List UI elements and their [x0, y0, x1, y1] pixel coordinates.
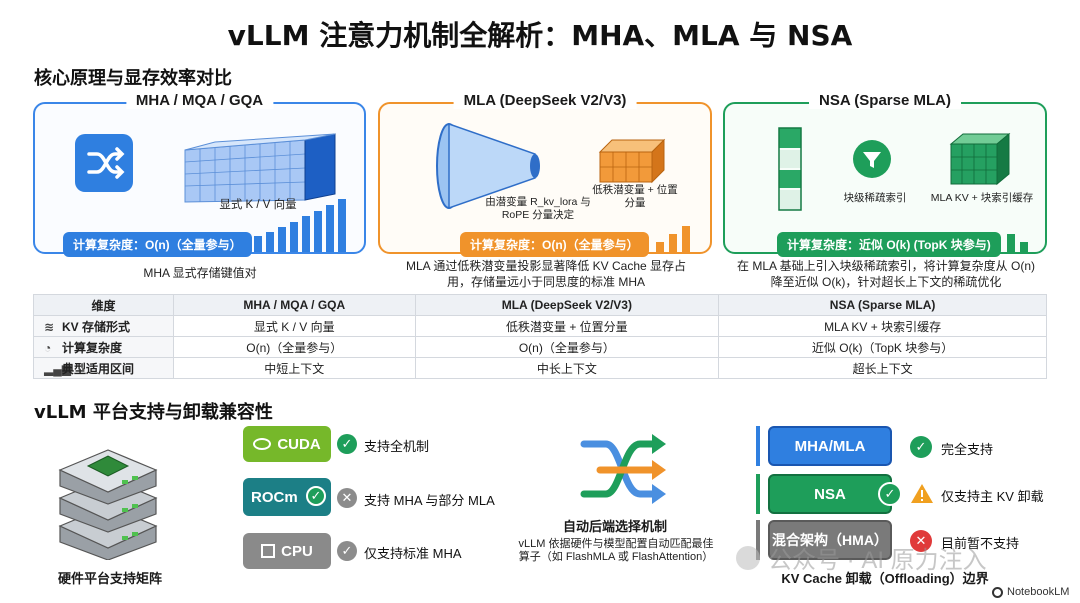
table-cell: O(n)（全量参与） — [414, 336, 720, 358]
offload-hma-label: 混合架构（HMA） — [772, 532, 888, 548]
offload-hma: 混合架构（HMA） — [768, 520, 892, 560]
table-cell: 低秩潜变量 + 位置分量 — [414, 315, 720, 337]
nsa-memory-bars — [1007, 234, 1028, 252]
check-icon: ✓ — [337, 541, 357, 561]
panel-nsa: NSA (Sparse MLA) 块级稀疏索引 MLA KV + 块索引缓存 计… — [723, 92, 1047, 257]
platform-cpu-status: 仅支持标准 MHA — [364, 546, 462, 561]
platform-rocm-label: ROCm — [251, 488, 298, 506]
table-header-cell: 维度 — [33, 294, 174, 316]
page-title: vLLM 注意力机制全解析：MHA、MLA 与 NSA — [227, 19, 853, 52]
offload-nsa: NSA — [768, 474, 892, 514]
hardware-label: 硬件平台支持矩阵 — [57, 571, 162, 586]
platform-cuda-label: CUDA — [277, 435, 321, 453]
platform-cuda-status: 支持全机制 — [364, 439, 430, 454]
panel-mha-caption: MHA 显式存储键值对 — [143, 266, 257, 280]
platform-rocm-status: 支持 MHA 与部分 MLA — [364, 493, 495, 508]
panel-nsa-filter-label: 块级稀疏索引 — [843, 192, 907, 204]
panel-mha: MHA / MQA / GQA 显式 K / V 向量 计算复杂度：O(n)（全… — [33, 92, 366, 257]
chip-icon — [261, 544, 276, 558]
table-row: ▂▄▆典型适用区间 中短上下文 中长上下文 超长上下文 — [33, 357, 1047, 379]
section-title-principles: 核心原理与显存效率对比 — [34, 68, 232, 89]
panel-mla-caption: MLA 通过低秩潜变量投影显著降低 KV Cache 显存占用，存储量远小于同思… — [405, 259, 687, 289]
panel-nsa-complexity: 计算复杂度：近似 O(k) (TopK 块参与) — [777, 232, 1001, 257]
watermark: 公众号 · AI 原力注入 — [736, 540, 987, 575]
bars-icon: ▂▄▆ — [44, 361, 71, 376]
table-cell: 中短上下文 — [173, 357, 416, 379]
filter-icon — [853, 140, 891, 178]
table-cell: MLA KV + 块索引缓存 — [718, 315, 1047, 337]
sparse-blocks-graphic — [778, 127, 802, 211]
latent-cube-graphic — [598, 138, 666, 184]
panel-mla-title: MLA (DeepSeek V2/V3) — [453, 92, 637, 109]
kv-cache-cube-graphic — [949, 132, 1011, 186]
offload-mha-mla-label: MHA/MLA — [794, 437, 866, 455]
memory-bars — [242, 199, 346, 252]
panel-nsa-title: NSA (Sparse MLA) — [809, 92, 961, 109]
layers-icon: ≋ — [44, 319, 55, 334]
panel-mha-title: MHA / MQA / GQA — [125, 92, 274, 109]
backend-arrows-graphic — [580, 434, 666, 504]
platform-cpu-label: CPU — [281, 542, 313, 560]
close-icon: ✕ — [337, 488, 357, 508]
platform-cpu: CPU — [243, 533, 331, 569]
gauge-icon: ◔ — [44, 340, 52, 355]
panel-mla-funnel-label: 由潜变量 R_kv_lora 与 RoPE 分量决定 — [485, 196, 591, 221]
backend-title: 自动后端选择机制 — [562, 519, 667, 534]
table-cell: O(n)（全量参与） — [173, 336, 416, 358]
brand-text: NotebookLM — [1007, 586, 1070, 598]
shuffle-icon — [75, 134, 133, 192]
table-row-header: KV 存储形式 — [62, 319, 131, 334]
table-cell: 超长上下文 — [718, 357, 1047, 379]
table-header-cell: MHA / MQA / GQA — [173, 294, 416, 316]
nvidia-icon — [253, 438, 272, 450]
mla-memory-bars — [656, 226, 690, 252]
panel-mha-complexity: 计算复杂度：O(n)（全量参与） — [63, 232, 252, 257]
offload-mha-mla: MHA/MLA — [768, 426, 892, 466]
panel-mla-cube-label: 低秩潜变量 + 位置分量 — [592, 184, 678, 209]
offload-title: KV Cache 卸载（Offloading）边界 — [781, 571, 989, 586]
table-cell: 中长上下文 — [414, 357, 720, 379]
table-header-row: 维度 MHA / MQA / GQA MLA (DeepSeek V2/V3) … — [33, 294, 1047, 316]
brand-badge: NotebookLM — [992, 586, 1069, 598]
platform-cuda: CUDA — [243, 426, 331, 462]
section-title-platform: vLLM 平台支持与卸载兼容性 — [34, 402, 273, 423]
kv-matrix-graphic — [184, 133, 336, 203]
notebooklm-icon — [992, 586, 1003, 598]
watermark-text: 公众号 · AI 原力注入 — [768, 547, 987, 574]
check-icon: ✓ — [306, 486, 326, 506]
wechat-icon — [736, 545, 760, 570]
table-row-header: 计算复杂度 — [62, 340, 123, 355]
backend-desc: vLLM 依据硬件与模型配置自动匹配最佳算子（如 FlashMLA 或 Flas… — [518, 538, 714, 563]
table-cell: 显式 K / V 向量 — [173, 315, 416, 337]
server-stack-graphic — [58, 449, 158, 560]
panel-nsa-cube-label: MLA KV + 块索引缓存 — [930, 192, 1034, 204]
table-row: ≋ KV 存储形式 显式 K / V 向量 低秩潜变量 + 位置分量 MLA KV… — [33, 315, 1047, 337]
table-row-header: 典型适用区间 — [62, 361, 135, 376]
funnel-graphic — [436, 122, 540, 210]
offload-nsa-status: 仅支持主 KV 卸载 — [941, 489, 1044, 504]
offload-hma-status: 目前暂不支持 — [941, 536, 1020, 551]
warning-icon — [911, 484, 933, 503]
comparison-table: 维度 MHA / MQA / GQA MLA (DeepSeek V2/V3) … — [33, 294, 1047, 379]
panel-mla: MLA (DeepSeek V2/V3) 由潜变量 R_kv_lora 与 Ro… — [378, 92, 712, 257]
check-icon: ✓ — [878, 482, 902, 506]
panel-mla-complexity: 计算复杂度：O(n)（全量参与） — [460, 232, 649, 257]
panel-mha-cube-label: 显式 K / V 向量 — [219, 199, 297, 211]
check-icon: ✓ — [910, 436, 932, 458]
error-icon: ✕ — [910, 530, 932, 552]
offload-nsa-label: NSA — [814, 485, 846, 503]
table-header-cell: MLA (DeepSeek V2/V3) — [414, 294, 720, 316]
table-row: ◔ 计算复杂度 O(n)（全量参与） O(n)（全量参与） 近似 O(k)（Top… — [33, 336, 1047, 358]
check-icon: ✓ — [337, 434, 357, 454]
table-cell: 近似 O(k)（TopK 块参与） — [718, 336, 1047, 358]
offload-mha-mla-status: 完全支持 — [941, 442, 994, 457]
table-header-cell: NSA (Sparse MLA) — [718, 294, 1047, 316]
panel-nsa-caption: 在 MLA 基础上引入块级稀疏索引，将计算复杂度从 O(n) 降至近似 O(k)… — [736, 259, 1035, 289]
